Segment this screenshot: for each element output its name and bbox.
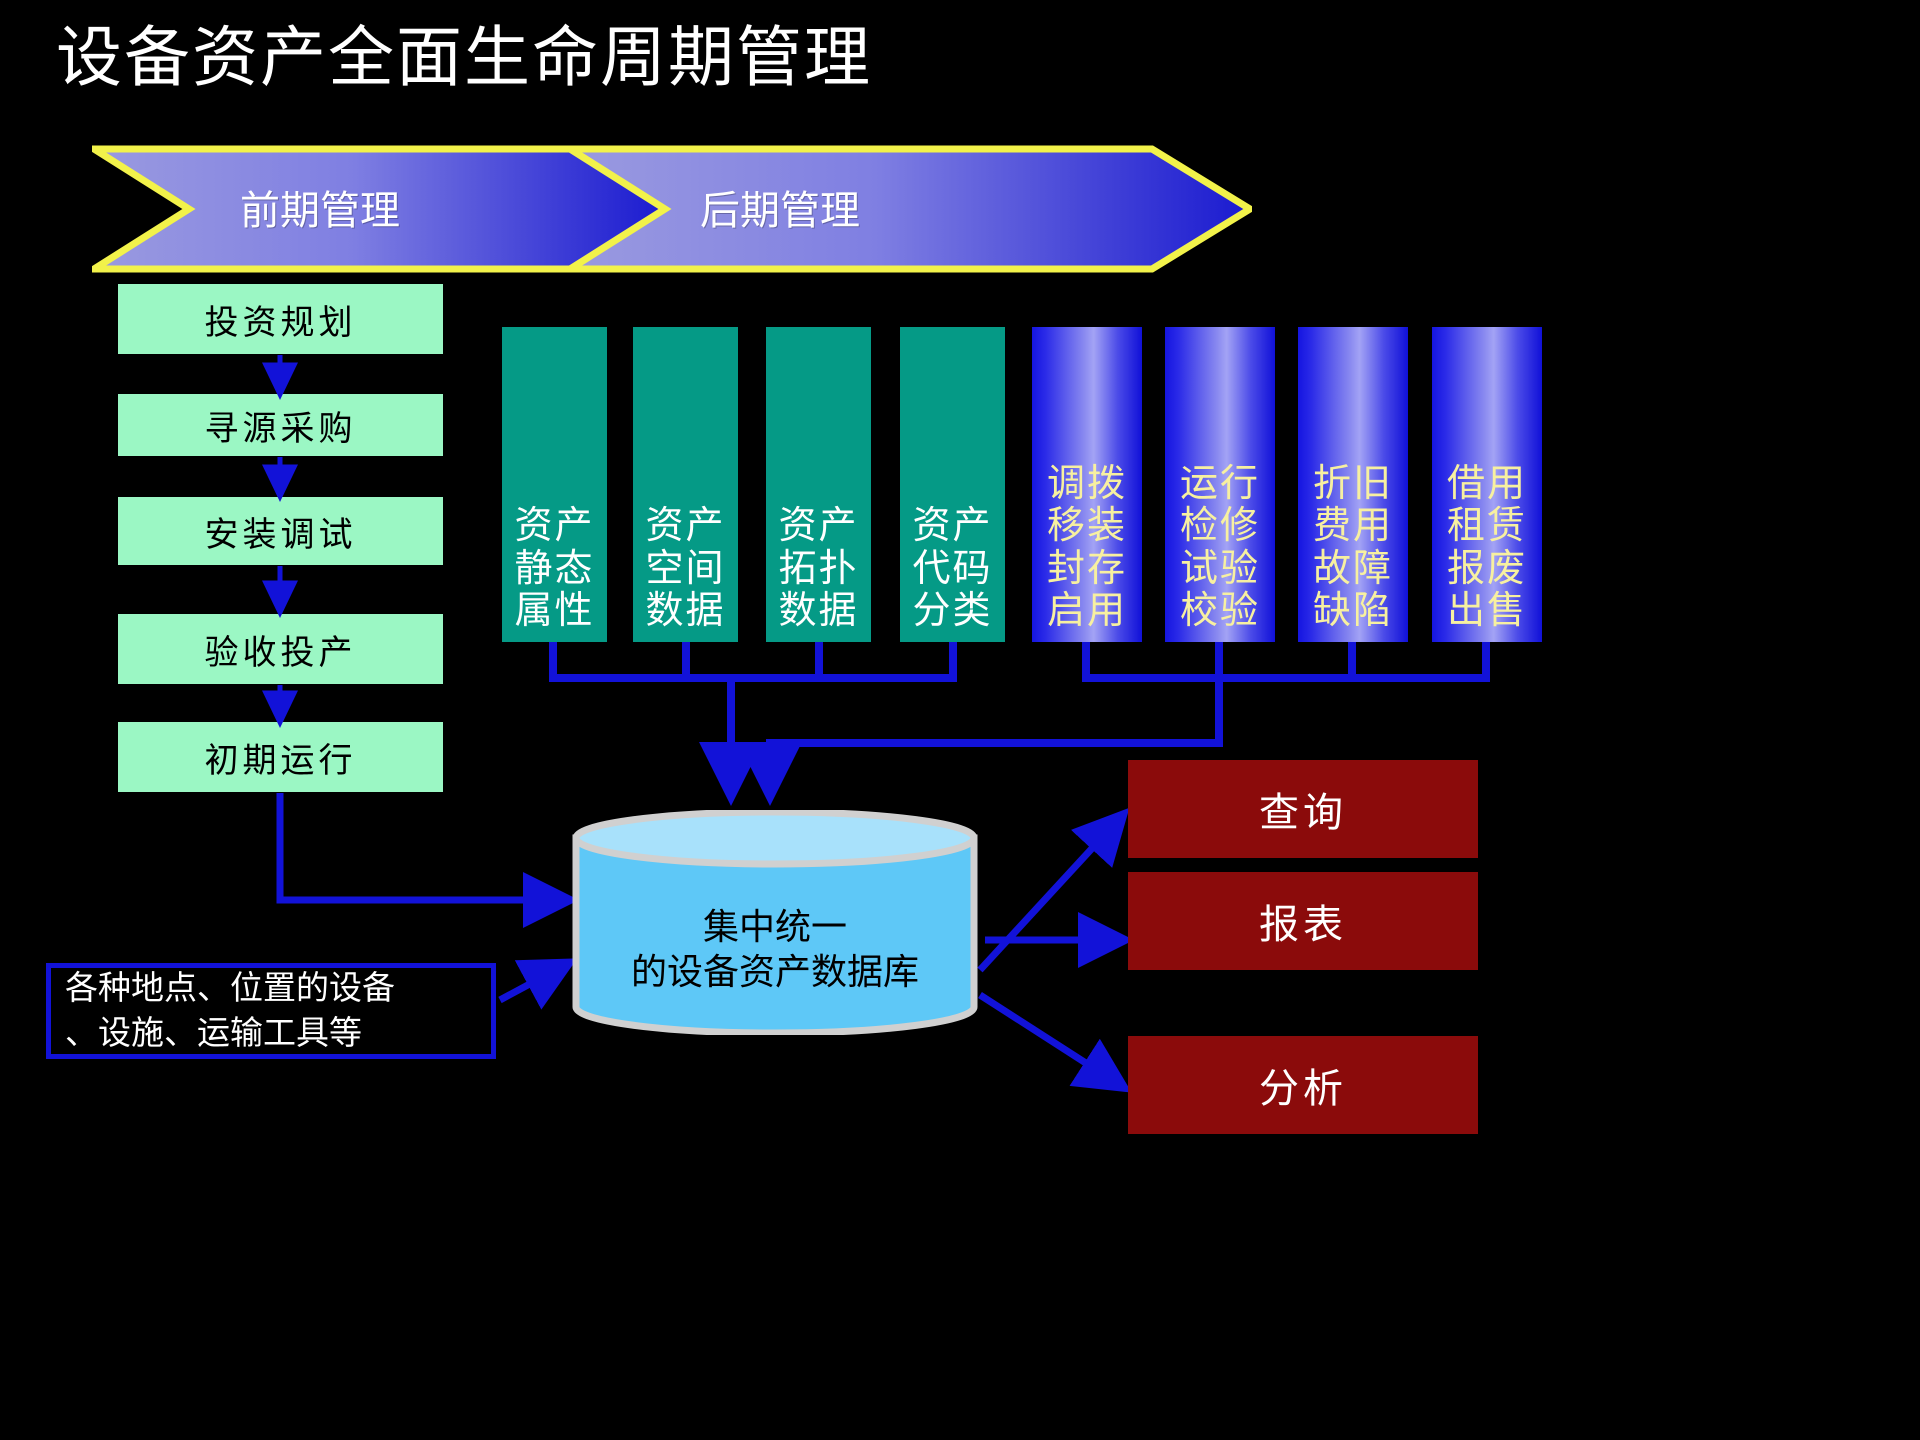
phase-label: 初期运行 [204, 740, 357, 781]
column-line: 资产 [912, 503, 993, 548]
column-line: 出售 [1446, 588, 1527, 633]
column-line: 数据 [645, 588, 726, 633]
column-line: 资产 [514, 503, 595, 548]
output-box-analysis[interactable]: 分析 [1128, 1036, 1478, 1134]
database-label-line: 的设备资产数据库 [630, 952, 919, 993]
column-line: 资产 [645, 503, 726, 548]
static-columns-bus [549, 642, 957, 806]
phase-box-acceptance-production[interactable]: 验收投产 [118, 614, 443, 684]
data-column-borrow-lease-scrap-sale[interactable]: 借用 租赁 报废 出售 [1432, 327, 1542, 642]
data-column-transfer-relocation-sealing-activation[interactable]: 调拨 移装 封存 启用 [1032, 327, 1142, 642]
data-column-operation-maintenance-testing-calibration[interactable]: 运行 检修 试验 校验 [1165, 327, 1275, 642]
phase-box-investment-planning[interactable]: 投资规划 [118, 284, 443, 354]
banner-chevron-2 [557, 145, 1252, 273]
data-column-depreciation-cost-fault-defect[interactable]: 折旧 费用 故障 缺陷 [1298, 327, 1408, 642]
column-line: 费用 [1312, 503, 1393, 548]
output-label: 查询 [1259, 790, 1347, 836]
column-line: 故障 [1312, 545, 1393, 590]
data-column-asset-code-classification[interactable]: 资产 代码 分类 [900, 327, 1005, 642]
output-label: 分析 [1259, 1066, 1347, 1112]
data-column-asset-topology-data[interactable]: 资产 拓扑 数据 [766, 327, 871, 642]
source-note-arrow [498, 958, 578, 1010]
column-line: 静态 [514, 545, 595, 590]
column-line: 移装 [1046, 503, 1127, 548]
output-box-report[interactable]: 报表 [1128, 872, 1478, 970]
database-output-arrows [977, 807, 1134, 1093]
column-line: 属性 [514, 588, 595, 633]
output-label: 报表 [1259, 902, 1347, 948]
column-line: 折旧 [1312, 460, 1393, 505]
source-note-line: 、设施、运输工具等 [65, 1013, 362, 1052]
column-line: 运行 [1179, 460, 1260, 505]
central-database-cylinder[interactable] [570, 808, 980, 1037]
page-title: 设备资产全面生命周期管理 [56, 19, 872, 96]
phase-label: 安装调试 [204, 514, 357, 555]
phase-box-sourcing-procurement[interactable]: 寻源采购 [118, 394, 443, 456]
column-line: 分类 [912, 588, 993, 633]
column-line: 试验 [1179, 545, 1260, 590]
source-note-line: 各种地点、位置的设备 [65, 968, 395, 1008]
phase-label: 寻源采购 [204, 408, 357, 449]
column-line: 缺陷 [1312, 588, 1393, 633]
column-line: 调拨 [1046, 460, 1127, 505]
column-line: 校验 [1179, 588, 1260, 633]
column-line: 空间 [645, 545, 726, 590]
banner-label-early-stage: 前期管理 [240, 188, 400, 234]
column-line: 封存 [1046, 545, 1127, 590]
phase-box-initial-operation[interactable]: 初期运行 [118, 722, 443, 792]
phase-label: 验收投产 [204, 632, 357, 673]
phase-label: 投资规划 [204, 302, 357, 343]
lifecycle-phase-banner [92, 145, 1252, 273]
database-label: 集中统一 的设备资产数据库 [570, 865, 980, 1035]
banner-label-late-stage: 后期管理 [700, 188, 860, 234]
column-line: 资产 [778, 503, 859, 548]
column-line: 报废 [1446, 545, 1527, 590]
column-line: 检修 [1179, 503, 1260, 548]
column-line: 租赁 [1446, 503, 1527, 548]
data-column-asset-spatial-data[interactable]: 资产 空间 数据 [633, 327, 738, 642]
output-box-query[interactable]: 查询 [1128, 760, 1478, 858]
phase-box-installation-commissioning[interactable]: 安装调试 [118, 497, 443, 565]
column-line: 数据 [778, 588, 859, 633]
source-note-box[interactable]: 各种地点、位置的设备 、设施、运输工具等 [46, 963, 496, 1059]
database-label-line: 集中统一 [702, 907, 847, 948]
data-column-asset-static-attributes[interactable]: 资产 静态 属性 [502, 327, 607, 642]
column-line: 代码 [912, 545, 993, 590]
column-line: 借用 [1446, 460, 1527, 505]
column-line: 拓扑 [778, 545, 859, 590]
column-line: 启用 [1046, 588, 1127, 633]
